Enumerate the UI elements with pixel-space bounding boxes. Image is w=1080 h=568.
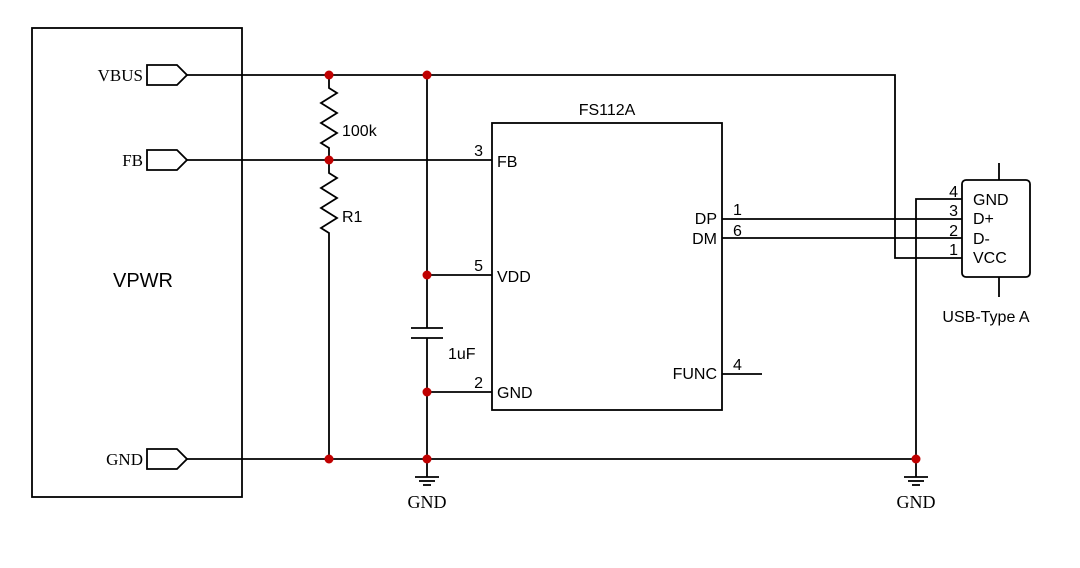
pin-label-vdd: VDD (497, 269, 531, 286)
ground-label-right: GND (897, 492, 936, 512)
resistor-100k (319, 75, 339, 160)
junction-dot (422, 270, 432, 280)
usb-connector (961, 179, 1031, 278)
usb-pin-num-1: 1 (949, 242, 958, 259)
junction-dot (324, 454, 334, 464)
port-flag-fb (146, 149, 189, 171)
port-label-gnd: GND (106, 450, 143, 469)
usb-pin-num-2: 2 (949, 223, 958, 240)
vpwr-block (31, 27, 243, 498)
pin-num-vdd: 5 (474, 258, 483, 275)
pin-num-func: 4 (733, 357, 742, 374)
pin-label-dm: DM (692, 231, 717, 248)
pin-num-dm: 6 (733, 223, 742, 240)
label-1uf: 1uF (448, 346, 476, 363)
port-flag-gnd (146, 448, 189, 470)
junction-dot (422, 454, 432, 464)
usb-pin-label-gnd: GND (973, 192, 1009, 209)
usb-pin-label-dminus: D- (973, 231, 990, 248)
ground-symbol-left (415, 459, 439, 486)
pin-num-fb: 3 (474, 143, 483, 160)
usb-pin-label-vcc: VCC (973, 250, 1007, 267)
junction-dot (324, 70, 334, 80)
usb-pin-num-4: 4 (949, 184, 958, 201)
pin-label-dp: DP (695, 211, 717, 228)
usb-pin-num-3: 3 (949, 203, 958, 220)
junction-dot (422, 387, 432, 397)
junction-dot (911, 454, 921, 464)
port-flag-vbus (146, 64, 189, 86)
junction-dot (422, 70, 432, 80)
resistor-r1 (319, 160, 339, 459)
pin-num-gnd: 2 (474, 375, 483, 392)
port-label-fb: FB (122, 151, 143, 170)
label-r1: R1 (342, 209, 363, 226)
label-100k: 100k (342, 123, 378, 140)
port-label-vbus: VBUS (98, 66, 143, 85)
ground-label-left: GND (408, 492, 447, 512)
pin-num-dp: 1 (733, 202, 742, 219)
pin-label-func: FUNC (673, 366, 717, 383)
vpwr-label: VPWR (113, 270, 173, 292)
pin-label-fb: FB (497, 154, 517, 171)
ic-name: FS112A (579, 102, 636, 119)
usb-pin-label-dplus: D+ (973, 211, 994, 228)
ic-fs112a (491, 122, 723, 411)
wire-usb-gnd (915, 198, 962, 459)
wire-vbus (187, 74, 962, 259)
pin-label-gnd: GND (497, 385, 533, 402)
usb-name: USB-Type A (942, 309, 1029, 326)
junction-dot (324, 155, 334, 165)
